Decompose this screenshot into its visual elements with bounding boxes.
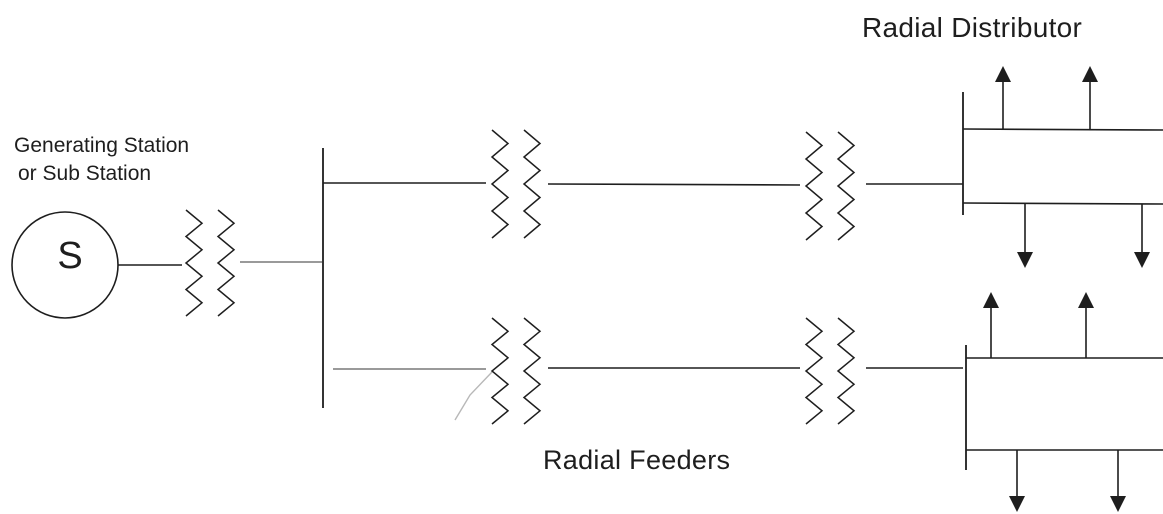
upper-distributor-top-line <box>963 129 1163 130</box>
load-arrow-up-icon <box>1082 66 1098 129</box>
radial-feeders-label: Radial Feeders <box>543 445 731 475</box>
secondary-winding-icon <box>838 132 854 240</box>
load-arrow-up-icon <box>1078 292 1094 358</box>
primary-winding-icon <box>492 130 508 238</box>
upper-feeder-line-b <box>548 184 800 185</box>
transformer-coil-pair-icon-upper-feeder-receiving <box>806 132 854 240</box>
primary-winding-icon <box>492 318 508 424</box>
load-arrow-down-icon <box>1110 450 1126 512</box>
load-arrow-down-icon <box>1009 450 1025 512</box>
transformers <box>186 130 854 424</box>
source-symbol: S <box>57 235 83 277</box>
upper-distributor-bottom-line <box>963 203 1163 204</box>
primary-winding-icon <box>186 210 202 316</box>
load-arrow-down-icon <box>1017 204 1033 268</box>
generating-station-label-line1: Generating Station <box>14 134 190 157</box>
secondary-winding-icon <box>524 130 540 238</box>
load-arrow-down-icon <box>1134 204 1150 268</box>
transformer-coil-pair-icon-source <box>186 210 234 316</box>
transformer-coil-pair-icon-upper-feeder-sending <box>492 130 540 238</box>
radial-distributor-label: Radial Distributor <box>862 12 1083 43</box>
secondary-winding-icon <box>218 210 234 316</box>
primary-winding-icon <box>806 132 822 240</box>
secondary-winding-icon <box>838 318 854 424</box>
primary-winding-icon <box>806 318 822 424</box>
generating-station-label-line2: or Sub Station <box>18 162 152 185</box>
feeders-label-leader <box>455 372 492 420</box>
load-arrow-up-icon <box>995 66 1011 129</box>
load-arrow-up-icon <box>983 292 999 358</box>
transformer-coil-pair-icon-lower-feeder-sending <box>492 318 540 424</box>
secondary-winding-icon <box>524 318 540 424</box>
transformer-coil-pair-icon-lower-feeder-receiving <box>806 318 854 424</box>
load-arrows <box>983 66 1150 512</box>
